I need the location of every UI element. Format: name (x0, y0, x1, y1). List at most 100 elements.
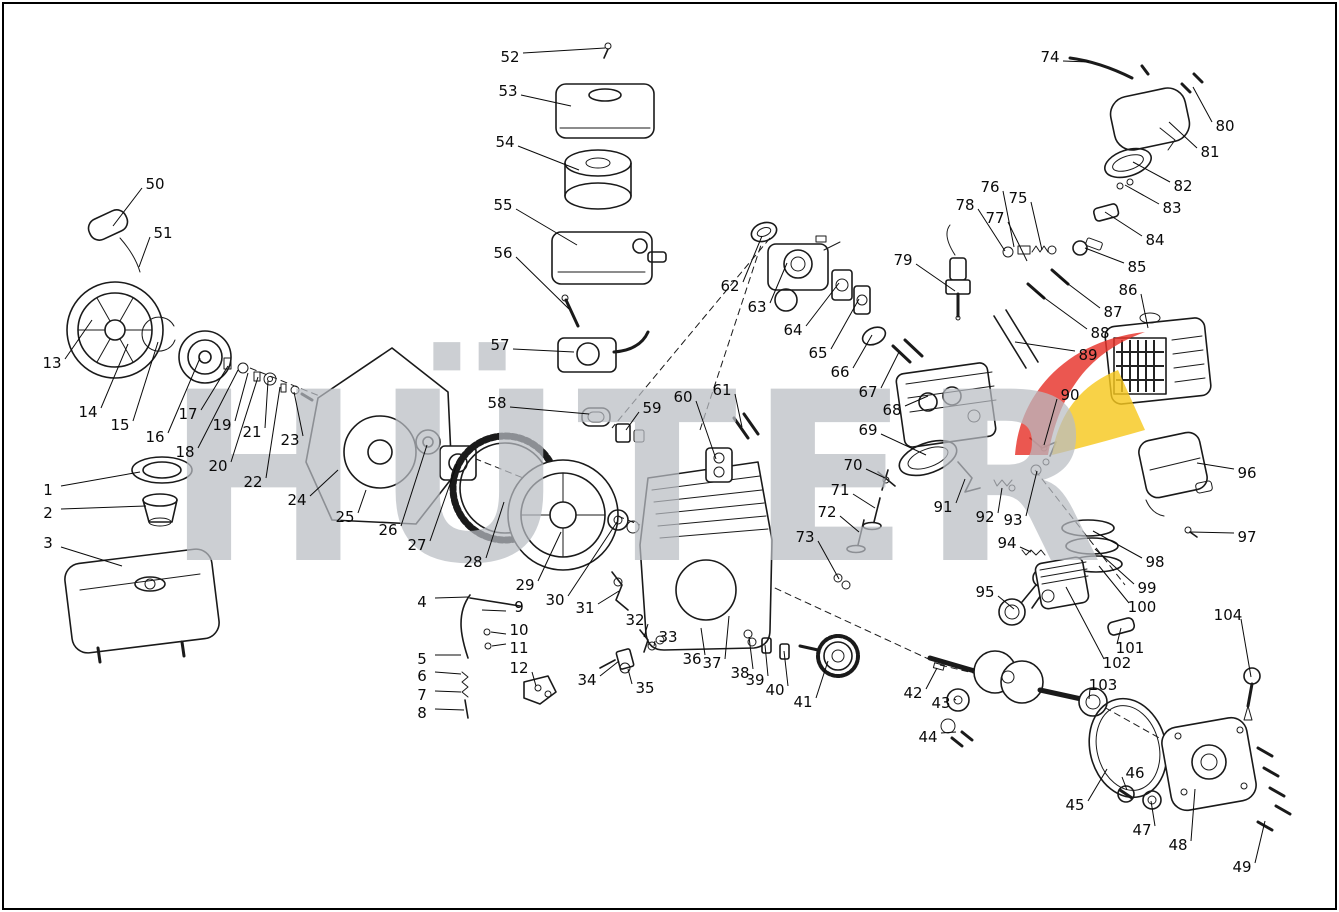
part-callout-28: 28 (463, 501, 505, 571)
part-number-59: 59 (642, 399, 661, 417)
part-callout-9: 9 (481, 598, 524, 616)
part-number-17: 17 (178, 405, 197, 423)
leader-line-97 (1190, 531, 1235, 534)
valve-bracket-drawing (957, 461, 981, 493)
leader-line-68 (904, 395, 929, 407)
leader-line-34 (599, 660, 620, 677)
leader-line-46 (1121, 776, 1128, 791)
cylinder-head-drawing (895, 362, 997, 448)
part-number-67: 67 (858, 383, 877, 401)
leader-line-100 (1098, 565, 1130, 604)
part-callout-68: 68 (882, 395, 929, 419)
leader-line-21 (264, 380, 269, 429)
leader-line-53 (520, 94, 572, 107)
exhaust-valve-85-drawing (1072, 237, 1103, 256)
leader-line-47 (1150, 800, 1156, 827)
leader-line-2 (60, 505, 147, 510)
part-callout-103: 103 (1088, 676, 1117, 700)
leader-line-95 (997, 595, 1015, 610)
part-number-7: 7 (417, 686, 427, 704)
part-number-43: 43 (931, 694, 950, 712)
part-number-70: 70 (843, 456, 862, 474)
part-callout-18: 18 (175, 369, 239, 461)
part-callout-19: 19 (212, 372, 249, 434)
leader-line-96 (1196, 462, 1235, 470)
valve-spring-drawing (993, 479, 1016, 492)
part-callout-6: 6 (417, 667, 462, 685)
part-callout-92: 92 (975, 487, 1003, 526)
leader-line-8 (434, 708, 465, 711)
part-callout-88: 88 (1034, 290, 1110, 342)
part-number-16: 16 (145, 428, 164, 446)
part-number-53: 53 (498, 82, 517, 100)
part-callout-85: 85 (1084, 247, 1147, 276)
part-number-23: 23 (280, 431, 299, 449)
leader-line-4 (434, 596, 469, 599)
leader-line-62 (742, 235, 763, 283)
part-callout-59: 59 (625, 399, 662, 431)
part-number-64: 64 (783, 321, 802, 339)
fuel-strainer-drawing (142, 493, 178, 527)
part-callout-24: 24 (287, 469, 339, 509)
carburetor-drawing (767, 235, 841, 312)
leader-line-12 (531, 671, 537, 687)
exhaust-valve-drawing (846, 519, 866, 554)
leader-line-16 (167, 357, 201, 434)
exhaust-pipe-drawing (1092, 203, 1120, 222)
dipstick-drawing (1243, 667, 1261, 721)
fuel-line-drawing (1068, 56, 1134, 80)
part-number-60: 60 (673, 388, 692, 406)
part-callout-32: 32 (625, 611, 649, 638)
leader-line-84 (1104, 211, 1143, 237)
leader-line-32 (643, 623, 649, 638)
filter-stud-drawing (561, 294, 580, 328)
muffler-cover-drawing (1109, 87, 1191, 151)
part-number-44: 44 (918, 728, 937, 746)
spring-94-drawing (1021, 549, 1046, 556)
part-callout-81: 81 (1168, 121, 1220, 161)
parts-layer (64, 42, 1292, 832)
part-callout-66: 66 (830, 334, 873, 381)
leader-line-13 (64, 319, 93, 360)
part-callout-94: 94 (997, 534, 1032, 553)
part-number-84: 84 (1145, 231, 1164, 249)
part-callout-44: 44 (918, 728, 957, 746)
leader-line-76 (1002, 190, 1015, 248)
part-number-76: 76 (980, 178, 999, 196)
leader-line-38 (748, 636, 754, 670)
part-callout-77: 77 (985, 209, 1028, 262)
part-number-46: 46 (1125, 764, 1144, 782)
valve-keepers-drawing (833, 573, 851, 590)
part-number-4: 4 (417, 593, 427, 611)
part-callout-16: 16 (145, 357, 201, 446)
part-callout-34: 34 (577, 660, 620, 689)
leader-line-27 (429, 463, 458, 542)
part-number-66: 66 (830, 363, 849, 381)
leader-line-69 (880, 433, 927, 456)
leader-line-44 (940, 731, 957, 734)
muffler-screws-drawing (1140, 64, 1204, 94)
part-number-87: 87 (1103, 303, 1122, 321)
part-number-28: 28 (463, 553, 482, 571)
part-number-78: 78 (955, 196, 974, 214)
part-number-80: 80 (1215, 117, 1234, 135)
part-number-101: 101 (1116, 639, 1145, 657)
leader-line-88 (1034, 290, 1088, 330)
part-number-5: 5 (417, 650, 427, 668)
part-callout-29: 29 (515, 531, 562, 594)
part-number-92: 92 (975, 508, 994, 526)
part-callout-14: 14 (78, 343, 129, 421)
flywheel-drawing (507, 459, 619, 571)
leader-line-30 (567, 521, 618, 597)
leader-line-7 (434, 690, 462, 693)
part-callout-11: 11 (491, 639, 529, 657)
leader-line-50 (112, 187, 143, 227)
pushrods-drawing (993, 309, 1039, 369)
part-number-94: 94 (997, 534, 1016, 552)
part-callout-46: 46 (1121, 764, 1145, 791)
part-callout-25: 25 (335, 489, 367, 526)
part-number-69: 69 (858, 421, 877, 439)
starter-hardware-drawing (223, 357, 314, 402)
part-number-26: 26 (378, 521, 397, 539)
part-callout-2: 2 (43, 504, 147, 522)
